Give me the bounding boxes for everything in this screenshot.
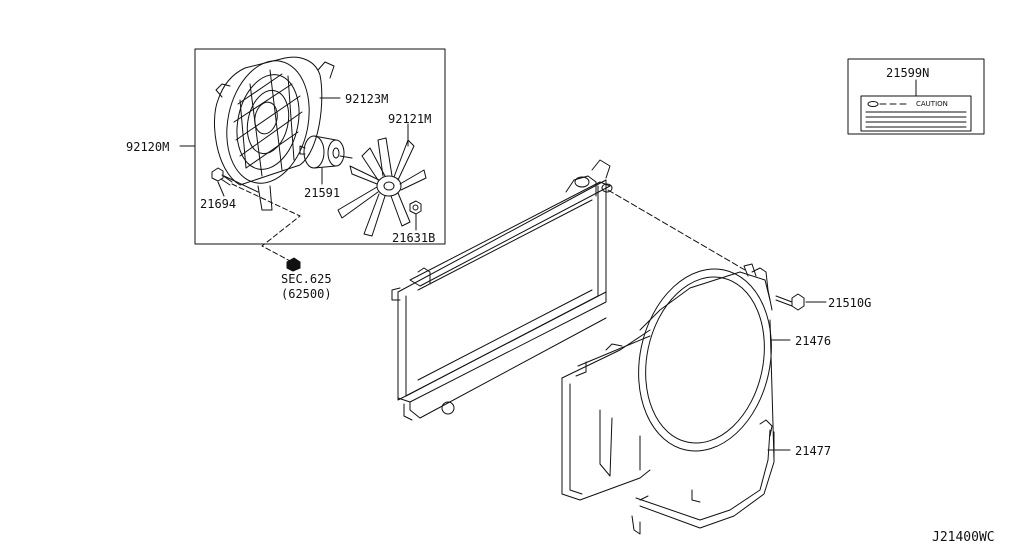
leader-21694 <box>217 181 225 197</box>
caution-label-text: CAUTION <box>916 100 948 108</box>
part-label-21477: 21477 <box>795 444 832 458</box>
nut-drawing <box>409 200 422 215</box>
dashed-line-radiator-shroud <box>607 189 746 271</box>
part-label-92123M: 92123M <box>345 92 389 106</box>
part-label-92120M: 92120M <box>126 140 170 154</box>
radiator-shroud-drawing <box>561 263 775 501</box>
radiator-drawing <box>391 159 613 421</box>
part-label-92121M: 92121M <box>388 112 432 126</box>
section-ref-label: SEC.625 <box>281 272 332 286</box>
part-label-21599N: 21599N <box>886 66 930 80</box>
fan-blade-drawing <box>337 137 427 237</box>
part-label-21694: 21694 <box>200 197 237 211</box>
diagram-code-label: J21400WC <box>932 530 995 545</box>
part-label-21476: 21476 <box>795 334 832 348</box>
part-label-21591: 21591 <box>304 186 341 200</box>
lower-shroud-drawing <box>631 419 775 535</box>
part-label-21631B: 21631B <box>392 231 436 245</box>
fan-shroud-drawing <box>213 56 335 211</box>
caution-label-lines <box>865 103 967 128</box>
caution-label-box <box>847 58 985 135</box>
dashed-line-sec625 <box>231 183 301 263</box>
shroud-bolt-drawing <box>775 293 805 311</box>
sec625-connector-drawing <box>286 257 301 272</box>
fan-motor-drawing <box>299 135 353 169</box>
part-label-21510G: 21510G <box>828 296 872 310</box>
section-ref-sub-label: (62500) <box>281 287 332 301</box>
bolt-drawing <box>211 167 233 186</box>
caution-symbol-icon <box>867 101 879 107</box>
